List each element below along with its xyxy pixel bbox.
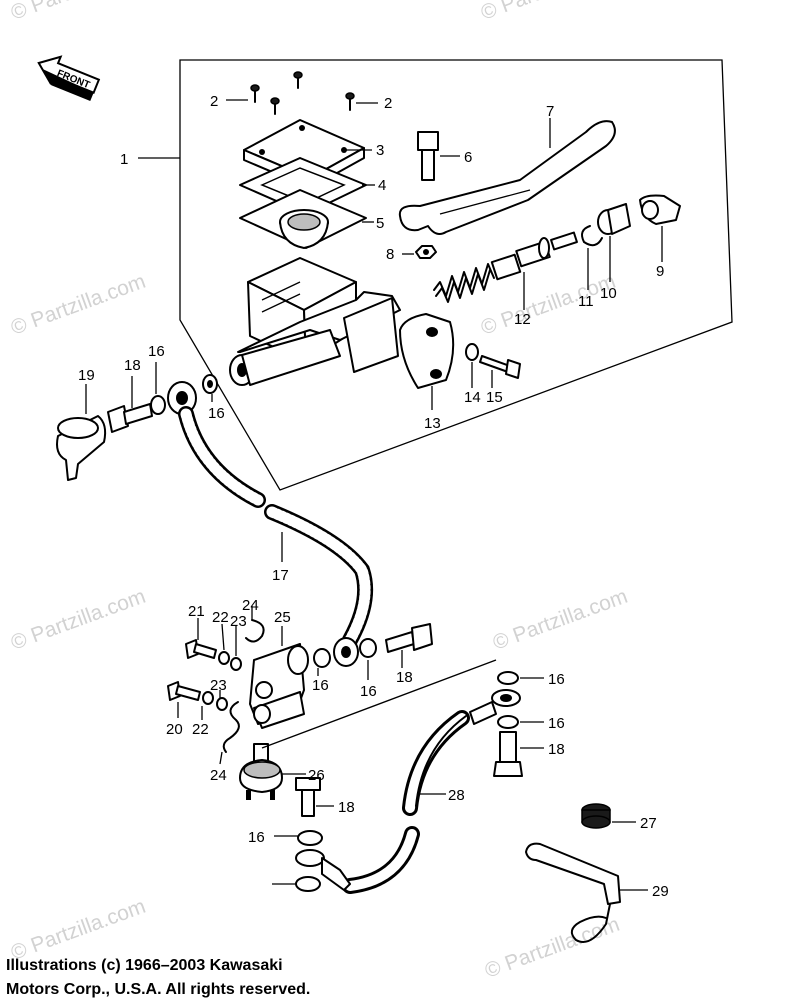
banjo-bolt xyxy=(385,623,433,653)
circlip-icon xyxy=(581,225,603,247)
callout: 3 xyxy=(376,142,384,159)
banjo-fitting xyxy=(469,689,521,725)
callout: 17 xyxy=(272,567,289,584)
three-way-joint xyxy=(249,643,309,729)
callout: 5 xyxy=(376,215,384,232)
callout: 9 xyxy=(656,263,664,280)
callout: 18 xyxy=(548,741,565,758)
washer xyxy=(313,648,331,668)
washer xyxy=(202,691,214,705)
clip-icon xyxy=(245,619,265,643)
callout: 18 xyxy=(338,799,355,816)
callout: 28 xyxy=(448,787,465,804)
washer xyxy=(497,671,519,685)
callout: 27 xyxy=(640,815,657,832)
callout: 8 xyxy=(386,246,394,263)
watermark: © Partzilla.com xyxy=(490,585,631,655)
watermark: © Partzilla.com xyxy=(8,270,149,340)
callout: 15 xyxy=(486,389,503,406)
banjo-fitting xyxy=(333,637,359,667)
callout: 16 xyxy=(248,829,265,846)
bolt-icon xyxy=(185,639,217,659)
washer xyxy=(465,343,479,361)
washer xyxy=(230,657,242,671)
banjo-bolt xyxy=(295,777,321,817)
callout: 29 xyxy=(652,883,669,900)
handlebar-clamp xyxy=(399,313,455,389)
callout: 22 xyxy=(192,721,209,738)
washer xyxy=(150,395,166,415)
return-spring xyxy=(433,263,495,303)
washer xyxy=(216,697,228,711)
callout: 12 xyxy=(514,311,531,328)
callout: 18 xyxy=(124,357,141,374)
diaphragm xyxy=(239,189,367,249)
callout: 1 xyxy=(120,151,128,168)
rubber-cap xyxy=(56,415,107,481)
callout: 24 xyxy=(210,767,227,784)
brake-hose-upper xyxy=(178,406,374,648)
push-rod-end xyxy=(639,194,681,225)
screw-icon xyxy=(250,71,355,115)
bolt-icon xyxy=(479,355,521,379)
banjo-bolt xyxy=(107,403,153,433)
banjo-bolt xyxy=(493,731,523,777)
watermark: © Partzilla.com xyxy=(478,270,619,340)
watermark: © Partzilla.com xyxy=(8,585,149,655)
bolt-icon xyxy=(167,681,201,701)
washer xyxy=(497,715,519,729)
washer xyxy=(295,876,321,892)
watermark: © Partzilla.com xyxy=(478,0,619,25)
washer xyxy=(297,830,323,846)
callout: 20 xyxy=(166,721,183,738)
grommet xyxy=(581,803,611,829)
watermark: © Partzilla.com xyxy=(8,0,149,25)
pivot-bolt xyxy=(417,131,439,181)
callout: 24 xyxy=(242,597,259,614)
callout: 23 xyxy=(230,613,247,630)
callout: 18 xyxy=(396,669,413,686)
watermark: © Partzilla.com xyxy=(482,913,623,983)
callout: 16 xyxy=(548,715,565,732)
hose-bracket xyxy=(525,842,621,943)
master-cylinder-body xyxy=(229,257,401,386)
copyright-line-2: Motors Corp., U.S.A. All rights reserved… xyxy=(6,981,311,998)
assembly-outline xyxy=(179,59,733,491)
callout: 4 xyxy=(378,177,386,194)
callout: 16 xyxy=(312,677,329,694)
callout: 22 xyxy=(212,609,229,626)
callout: 16 xyxy=(148,343,165,360)
callout: 19 xyxy=(78,367,95,384)
callout: 6 xyxy=(464,149,472,166)
callout: 16 xyxy=(208,405,225,422)
piston xyxy=(490,231,578,281)
callout: 23 xyxy=(210,677,227,694)
copyright-line-1: Illustrations (c) 1966–2003 Kawasaki xyxy=(6,957,283,974)
callout: 16 xyxy=(360,683,377,700)
callout-labels: 1 2 2 3 4 5 6 7 8 9 10 11 12 13 14 15 16… xyxy=(78,93,669,900)
callout: 13 xyxy=(424,415,441,432)
callout: 21 xyxy=(188,603,205,620)
callout: 7 xyxy=(546,103,554,120)
front-arrow-icon: FRONT xyxy=(37,55,101,102)
callout: 25 xyxy=(274,609,291,626)
clip-icon xyxy=(222,701,240,753)
callout: 14 xyxy=(464,389,481,406)
callout: 16 xyxy=(548,671,565,688)
brake-light-switch xyxy=(239,743,283,800)
dust-boot xyxy=(597,203,631,235)
washer xyxy=(218,651,230,665)
callout: 10 xyxy=(600,285,617,302)
callout: 2 xyxy=(384,95,392,112)
callout: 11 xyxy=(578,293,594,310)
copyright-notice: Illustrations (c) 1966–2003 Kawasaki Mot… xyxy=(6,954,426,1002)
brake-lever xyxy=(398,120,616,235)
banjo-fitting xyxy=(295,849,351,891)
washer xyxy=(359,638,377,658)
callout: 2 xyxy=(210,93,218,110)
nut-icon xyxy=(415,245,437,259)
brake-hose-lower xyxy=(342,710,470,894)
callout: 26 xyxy=(308,767,325,784)
